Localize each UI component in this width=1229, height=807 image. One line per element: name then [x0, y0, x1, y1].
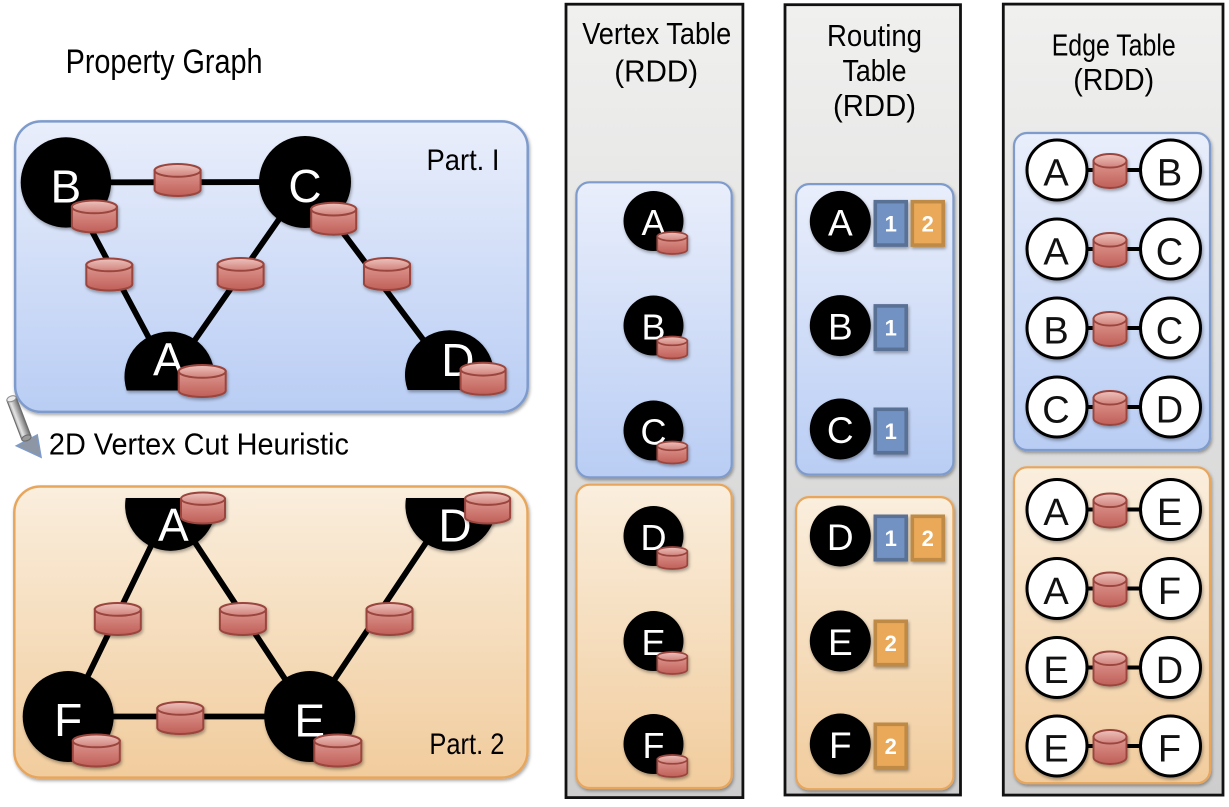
svg-text:2: 2: [922, 211, 934, 236]
svg-text:F: F: [1158, 729, 1181, 771]
svg-text:A: A: [1043, 571, 1069, 613]
svg-text:Part. 2: Part. 2: [429, 728, 504, 761]
svg-text:D: D: [1156, 390, 1183, 432]
svg-text:Edge Table: Edge Table: [1052, 28, 1176, 63]
svg-text:A: A: [1043, 153, 1069, 195]
svg-text:D: D: [1156, 650, 1183, 692]
svg-text:A: A: [828, 202, 853, 243]
svg-text:E: E: [1043, 650, 1068, 692]
svg-text:A: A: [1043, 492, 1069, 534]
svg-text:2: 2: [922, 526, 934, 551]
svg-text:D: D: [827, 517, 854, 558]
svg-text:E: E: [828, 622, 853, 663]
svg-text:Part. I: Part. I: [427, 144, 500, 177]
svg-text:B: B: [828, 307, 853, 348]
svg-text:2: 2: [885, 631, 897, 656]
svg-text:C: C: [1156, 311, 1183, 353]
svg-text:A: A: [1043, 232, 1069, 274]
svg-text:E: E: [1043, 729, 1068, 771]
svg-text:1: 1: [885, 316, 897, 341]
svg-text:2: 2: [885, 734, 897, 759]
svg-text:Vertex Table: Vertex Table: [582, 16, 731, 51]
svg-text:B: B: [1043, 311, 1068, 353]
svg-text:F: F: [1158, 571, 1181, 613]
svg-text:(RDD): (RDD): [614, 53, 698, 88]
svg-text:1: 1: [885, 526, 897, 551]
svg-text:B: B: [1157, 153, 1182, 195]
svg-text:Property Graph: Property Graph: [66, 43, 263, 81]
svg-text:C: C: [1156, 232, 1183, 274]
svg-text:1: 1: [885, 211, 897, 236]
svg-text:Routing: Routing: [827, 18, 922, 53]
svg-text:2D Vertex Cut Heuristic: 2D Vertex Cut Heuristic: [49, 427, 349, 462]
svg-text:(RDD): (RDD): [833, 88, 916, 123]
svg-text:F: F: [829, 725, 852, 766]
svg-text:E: E: [1157, 492, 1182, 534]
svg-text:1: 1: [885, 419, 897, 444]
svg-text:Table: Table: [843, 53, 907, 88]
svg-text:F: F: [643, 725, 665, 766]
svg-text:C: C: [288, 160, 321, 212]
svg-text:C: C: [827, 410, 854, 451]
svg-text:C: C: [1042, 390, 1069, 432]
svg-text:(RDD): (RDD): [1073, 62, 1154, 97]
